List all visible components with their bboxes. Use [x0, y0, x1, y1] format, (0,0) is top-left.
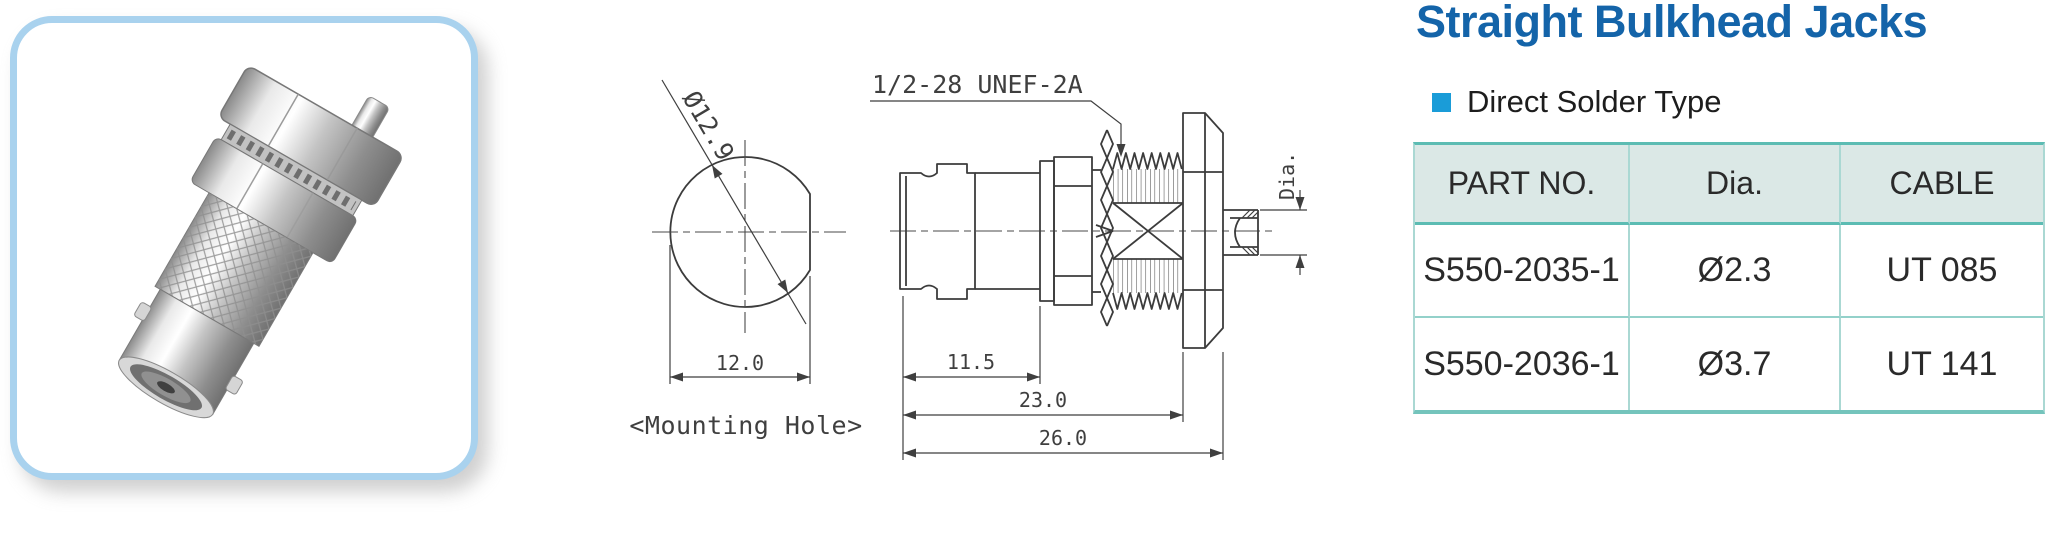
hole-diameter-label: Ø12.9: [677, 86, 740, 166]
product-type-label: Direct Solder Type: [1467, 84, 1722, 119]
part-no-cell: S550-2035-1: [1415, 225, 1630, 318]
page-title: Straight Bulkhead Jacks: [1416, 0, 1928, 47]
bnc-connector-photo: [118, 67, 402, 419]
connector-illustration: [118, 67, 402, 419]
cable-cell: UT 141: [1886, 344, 1998, 383]
col-header-dia: Dia.: [1630, 145, 1841, 225]
side-view-drawing: 1/2-28 UNEF-2A Dia. 11.5 23.0: [870, 70, 1307, 460]
product-type-row: Direct Solder Type: [1432, 84, 1721, 120]
square-bullet-icon: [1432, 92, 1451, 112]
dim-front-label: 11.5: [947, 350, 995, 374]
cable-cell: UT 085: [1841, 225, 2043, 318]
dia-cell: Ø2.3: [1630, 225, 1841, 318]
spec-table: PART NO. Dia. CABLE S550-2035-1 Ø2.3 UT …: [1413, 142, 2045, 414]
pin-dia-label: Dia.: [1275, 152, 1299, 200]
dim-total-label: 26.0: [1039, 426, 1087, 450]
dia-cell: Ø3.7: [1630, 318, 1841, 410]
mounting-hole-drawing: Ø12.9 12.0 <Mounting Hole>: [629, 79, 862, 440]
technical-drawing: Ø12.9 12.0 <Mounting Hole>: [629, 70, 1307, 460]
col-header-cable: CABLE: [1841, 145, 2043, 225]
hole-width-label: 12.0: [716, 351, 764, 375]
part-no-cell: S550-2036-1: [1415, 318, 1630, 410]
product-photo-frame: [10, 16, 478, 480]
thread-spec-label: 1/2-28 UNEF-2A: [872, 70, 1083, 99]
dim-mid-label: 23.0: [1019, 388, 1067, 412]
mounting-hole-caption: <Mounting Hole>: [629, 411, 862, 440]
col-header-part-no: PART NO.: [1415, 145, 1630, 225]
